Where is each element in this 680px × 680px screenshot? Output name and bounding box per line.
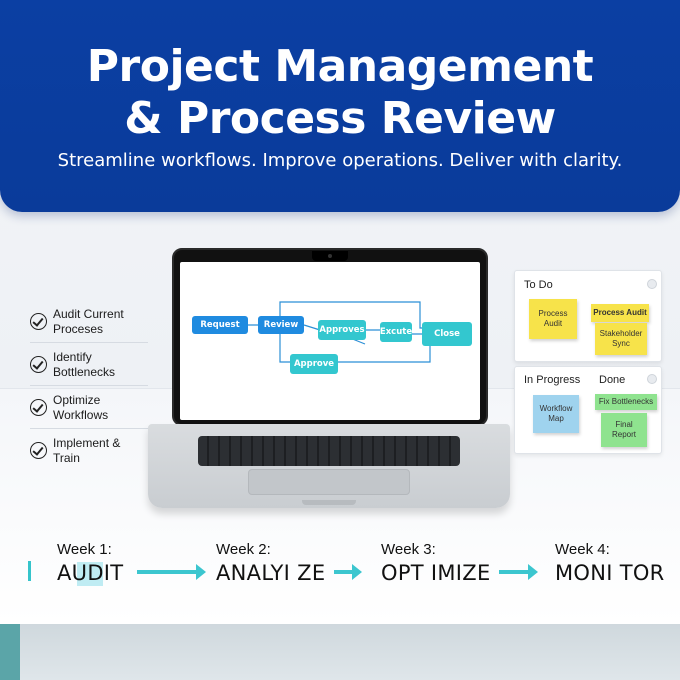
timeline-phase-label: OPT IMIZE — [381, 561, 491, 585]
phase-highlight — [77, 562, 103, 586]
checkmark-circle-icon — [30, 356, 47, 373]
checklist: Audit Current Proceses Identify Bottlene… — [30, 300, 148, 472]
kanban-column-done: Done — [599, 374, 626, 386]
webcam-icon — [312, 251, 348, 261]
laptop-screen-bezel: Request Review Approves Excute Close App… — [172, 248, 488, 426]
timeline-week-label: Week 2: — [216, 541, 271, 558]
floor — [0, 624, 680, 680]
arrow-right-icon — [528, 564, 538, 580]
sticky-note: Workflow Map — [533, 395, 579, 433]
laptop-screen: Request Review Approves Excute Close App… — [180, 262, 480, 420]
checklist-item-label: Identify Bottlenecks — [53, 350, 116, 379]
arrow-right-icon — [196, 564, 206, 580]
checklist-item: Identify Bottlenecks — [30, 343, 148, 386]
page-title-line1: Project Management — [86, 41, 594, 92]
keyboard — [198, 436, 460, 466]
timeline-start-marker — [28, 561, 31, 581]
flow-node-request: Request — [192, 316, 248, 334]
checklist-item-label: Audit Current Proceses — [53, 307, 124, 336]
checklist-item-label: Optimize Workflows — [53, 393, 109, 422]
sticky-note: Stakeholder Sync — [595, 323, 647, 355]
flow-node-close: Close — [422, 322, 472, 346]
sticky-note: Process Audit — [591, 304, 649, 322]
pin-icon — [647, 374, 657, 384]
pin-icon — [647, 279, 657, 289]
timeline-arrow — [499, 570, 529, 574]
flow-node-excute: Excute — [380, 322, 412, 342]
timeline-week-label: Week 3: — [381, 541, 436, 558]
checkmark-circle-icon — [30, 313, 47, 330]
checklist-item: Audit Current Proceses — [30, 300, 148, 343]
header-banner — [0, 0, 680, 212]
kanban-board-progress: In Progress Done Workflow Map Fix Bottle… — [514, 366, 662, 454]
checklist-item: Optimize Workflows — [30, 386, 148, 429]
sticky-note: Final Report — [601, 413, 647, 447]
floor-accent — [0, 624, 20, 680]
timeline-phase-label: AUDIT — [57, 561, 124, 585]
timeline-week-label: Week 1: — [57, 541, 112, 558]
timeline-arrow — [137, 570, 197, 574]
checklist-item: Implement & Train — [30, 429, 148, 472]
flow-node-review: Review — [258, 316, 304, 334]
checklist-item-label: Implement & Train — [53, 436, 121, 465]
flow-node-approve: Approve — [290, 354, 338, 374]
page-subtitle: Streamline workflows. Improve operations… — [57, 150, 623, 171]
sticky-note: Fix Bottlenecks — [595, 394, 657, 410]
kanban-column-in-progress: In Progress — [524, 374, 581, 386]
checkmark-circle-icon — [30, 442, 47, 459]
arrow-right-icon — [352, 564, 362, 580]
sticky-note: Process Audit — [529, 299, 577, 339]
page-title-line2: & Process Review — [124, 93, 556, 144]
laptop-base — [148, 424, 510, 508]
timeline-phase-label: MONI TOR — [555, 561, 665, 585]
kanban-board-todo: To Do Process Audit Process Audit Stakeh… — [514, 270, 662, 362]
laptop-notch — [302, 500, 356, 505]
timeline-arrow — [334, 570, 354, 574]
timeline-week-label: Week 4: — [555, 541, 610, 558]
checkmark-circle-icon — [30, 399, 47, 416]
timeline-phase-label: ANALYI ZE — [216, 561, 326, 585]
kanban-column-todo: To Do — [524, 279, 553, 291]
flow-node-approves: Approves — [318, 320, 366, 340]
trackpad — [248, 469, 410, 495]
